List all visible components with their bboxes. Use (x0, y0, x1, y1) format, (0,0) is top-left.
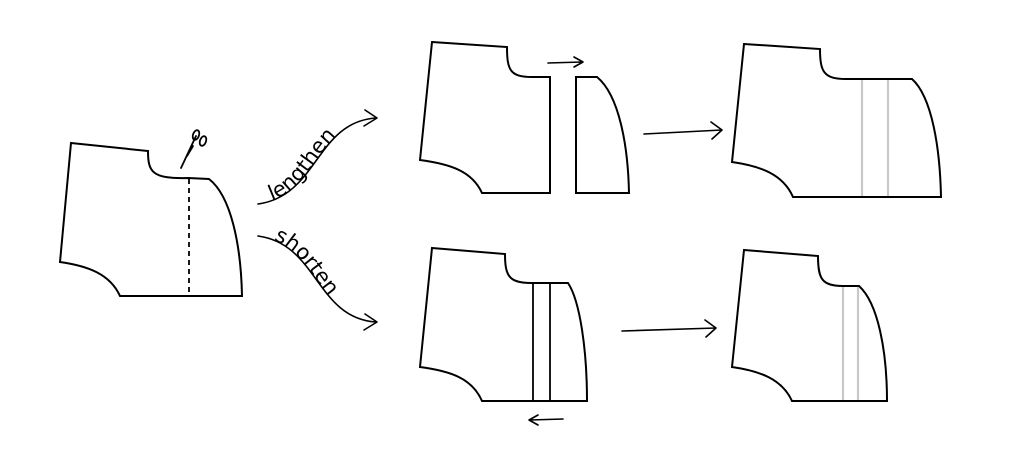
scissors-icon (180, 129, 208, 169)
spread-right-arrow (547, 56, 584, 68)
lengthen-arrow: lengthen (257, 109, 378, 206)
original-piece-outline (58, 141, 244, 297)
lengthen-right-part (575, 76, 631, 194)
lengthened-pattern-piece (730, 42, 943, 198)
lengthen-split-pieces (418, 40, 631, 194)
overlap-left-arrow (528, 414, 564, 426)
shorten-arrow: shorten (257, 223, 378, 331)
shortened-pattern-piece (730, 248, 889, 402)
lengthen-left-part (418, 40, 551, 194)
lengthen-label: lengthen (265, 123, 341, 206)
lengthened-piece-outline (730, 42, 943, 198)
shortened-piece-outline (730, 248, 889, 402)
shorten-result-arrow (621, 319, 717, 338)
shorten-folded-piece (418, 246, 589, 426)
original-pattern-piece (58, 141, 244, 297)
lengthen-result-arrow (643, 121, 723, 140)
shorten-piece-outline (418, 246, 589, 402)
shorten-label: shorten (271, 223, 344, 300)
